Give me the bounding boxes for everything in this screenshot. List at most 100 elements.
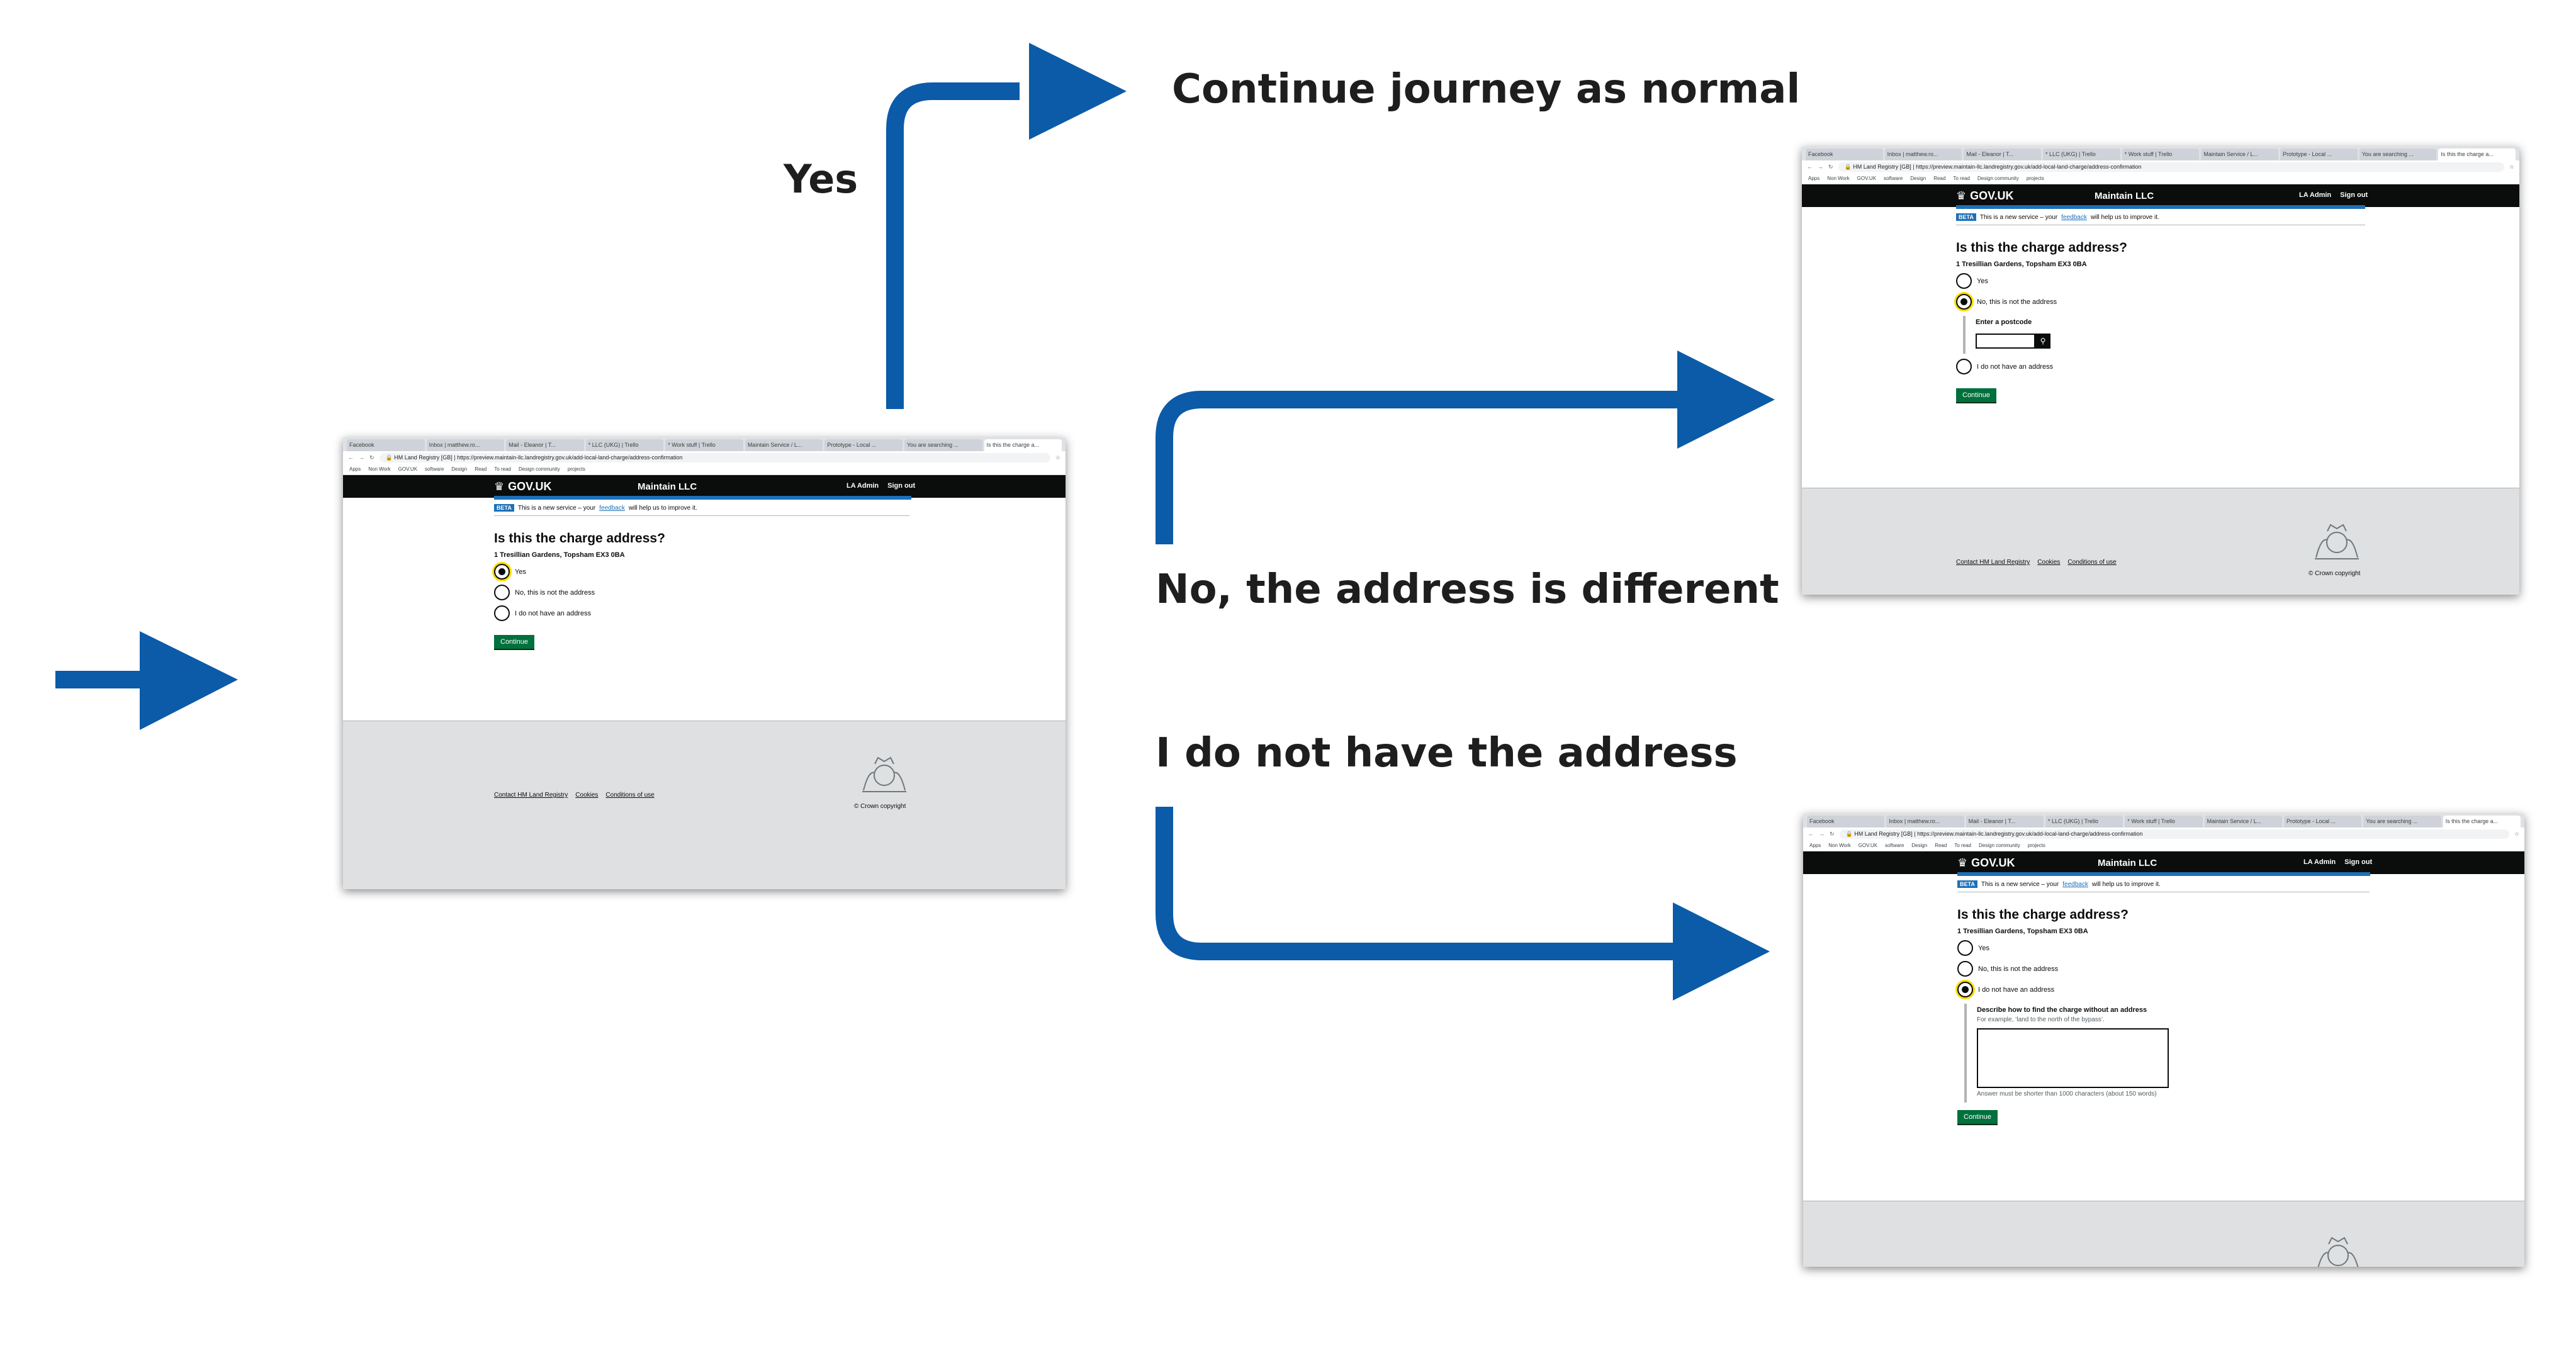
browser-tab[interactable]: You are searching ...: [2359, 149, 2437, 160]
sign-out-link[interactable]: Sign out: [2340, 191, 2368, 199]
radio-no-address[interactable]: I do not have an address: [1957, 982, 2370, 997]
radio-icon[interactable]: [494, 585, 510, 600]
govuk-logo[interactable]: ♛GOV.UK: [1956, 189, 2014, 203]
back-icon[interactable]: ←: [1808, 831, 1814, 837]
postcode-input[interactable]: [1976, 334, 2035, 349]
continue-button[interactable]: Continue: [494, 635, 535, 649]
radio-yes[interactable]: Yes: [1956, 273, 2365, 289]
bookmark[interactable]: Non Work: [368, 466, 391, 472]
search-button[interactable]: ⚲: [2035, 334, 2050, 349]
bookmark[interactable]: GOV.UK: [398, 466, 418, 472]
footer-link[interactable]: Conditions of use: [2067, 559, 2117, 566]
footer-link[interactable]: Contact HM Land Registry: [494, 792, 568, 799]
url-field[interactable]: 🔒 HM Land Registry [GB] | https://previe…: [1839, 829, 2509, 839]
bookmark[interactable]: software: [1885, 843, 1904, 848]
browser-tab[interactable]: Prototype - Local ...: [824, 439, 903, 451]
browser-tab[interactable]: * Work stuff | Trello: [2125, 816, 2203, 828]
radio-no-address[interactable]: I do not have an address: [1956, 359, 2365, 374]
bookmark[interactable]: Apps: [1808, 176, 1820, 181]
service-name[interactable]: Maintain LLC: [638, 481, 697, 492]
radio-checked-icon[interactable]: [1957, 982, 1973, 997]
service-name[interactable]: Maintain LLC: [2098, 858, 2157, 868]
forward-icon[interactable]: →: [1818, 164, 1823, 170]
footer-link[interactable]: Cookies: [575, 792, 599, 799]
bookmark[interactable]: projects: [2026, 176, 2044, 181]
url-field[interactable]: 🔒 HM Land Registry [GB] | https://previe…: [1838, 162, 2504, 172]
browser-tab[interactable]: * Work stuff | Trello: [2122, 149, 2200, 160]
radio-not-address[interactable]: No, this is not the address: [494, 585, 909, 600]
reload-icon[interactable]: ↻: [1830, 830, 1835, 837]
feedback-link[interactable]: feedback: [2061, 213, 2087, 221]
govuk-logo[interactable]: ♛GOV.UK: [1957, 856, 2015, 870]
bookmark[interactable]: software: [1884, 176, 1903, 181]
address-bar[interactable]: ← → ↻ 🔒 HM Land Registry [GB] | https://…: [1802, 160, 2519, 173]
bookmark[interactable]: To read: [1954, 843, 1971, 848]
forward-icon[interactable]: →: [359, 454, 364, 461]
star-icon[interactable]: ☆: [1055, 454, 1060, 461]
bookmark[interactable]: Design community: [519, 466, 560, 472]
browser-tab[interactable]: * LLC (UKG) | Trello: [2045, 816, 2123, 828]
address-bar[interactable]: ← → ↻ 🔒 HM Land Registry [GB] | https://…: [343, 451, 1066, 464]
bookmark[interactable]: GOV.UK: [1858, 843, 1878, 848]
bookmark[interactable]: To read: [1953, 176, 1970, 181]
feedback-link[interactable]: feedback: [2062, 880, 2088, 888]
bookmark[interactable]: Read: [1935, 843, 1947, 848]
radio-yes[interactable]: Yes: [494, 564, 909, 580]
browser-tab[interactable]: Maintain Service / L...: [745, 439, 823, 451]
bookmark[interactable]: To read: [494, 466, 511, 472]
sign-out-link[interactable]: Sign out: [2344, 858, 2373, 866]
footer-link[interactable]: Contact HM Land Registry: [1956, 559, 2030, 566]
bookmark[interactable]: Design: [1911, 843, 1928, 848]
continue-button[interactable]: Continue: [1956, 388, 1997, 402]
url-field[interactable]: 🔒 HM Land Registry [GB] | https://previe…: [379, 452, 1050, 463]
browser-tab-active[interactable]: Is this the charge a...: [2443, 816, 2521, 828]
footer-link[interactable]: Conditions of use: [605, 792, 655, 799]
footer-link[interactable]: Cookies: [2037, 559, 2061, 566]
bookmark[interactable]: projects: [2027, 843, 2045, 848]
bookmark[interactable]: Read: [475, 466, 487, 472]
back-icon[interactable]: ←: [348, 454, 354, 461]
back-icon[interactable]: ←: [1807, 164, 1813, 170]
sign-out-link[interactable]: Sign out: [887, 482, 916, 490]
browser-tab[interactable]: Mail - Eleanor | T...: [1964, 149, 2042, 160]
radio-icon[interactable]: [1957, 940, 1973, 956]
browser-tab[interactable]: * LLC (UKG) | Trello: [585, 439, 664, 451]
reload-icon[interactable]: ↻: [369, 454, 374, 461]
star-icon[interactable]: ☆: [2509, 163, 2514, 170]
service-name[interactable]: Maintain LLC: [2095, 191, 2154, 201]
browser-tab[interactable]: Facebook: [1806, 149, 1883, 160]
address-bar[interactable]: ← → ↻ 🔒 HM Land Registry [GB] | https://…: [1803, 828, 2524, 840]
bookmark[interactable]: Design community: [1977, 176, 2019, 181]
bookmark[interactable]: Design: [1910, 176, 1926, 181]
radio-checked-icon[interactable]: [494, 564, 510, 580]
la-admin-link[interactable]: LA Admin: [846, 482, 879, 490]
browser-tab[interactable]: Prototype - Local ...: [2280, 149, 2358, 160]
bookmark[interactable]: Non Work: [1827, 176, 1850, 181]
browser-tab[interactable]: Maintain Service / L...: [2201, 149, 2279, 160]
radio-yes[interactable]: Yes: [1957, 940, 2370, 956]
continue-button[interactable]: Continue: [1957, 1110, 1998, 1124]
radio-icon[interactable]: [1956, 273, 1972, 289]
browser-tab[interactable]: Maintain Service / L...: [2204, 816, 2282, 828]
browser-tab-active[interactable]: Is this the charge a...: [2438, 149, 2516, 160]
browser-tab[interactable]: Inbox | matthew.ro...: [426, 439, 505, 451]
la-admin-link[interactable]: LA Admin: [2299, 191, 2332, 199]
radio-icon[interactable]: [1956, 359, 1972, 374]
browser-tab[interactable]: You are searching ...: [2363, 816, 2441, 828]
forward-icon[interactable]: →: [1819, 831, 1825, 837]
radio-not-address[interactable]: No, this is not the address: [1957, 961, 2370, 977]
browser-tab[interactable]: Inbox | matthew.ro...: [1884, 149, 1962, 160]
la-admin-link[interactable]: LA Admin: [2303, 858, 2336, 866]
bookmark[interactable]: projects: [567, 466, 585, 472]
radio-not-address[interactable]: No, this is not the address: [1956, 294, 2365, 310]
browser-tab[interactable]: Mail - Eleanor | T...: [506, 439, 584, 451]
star-icon[interactable]: ☆: [2514, 830, 2519, 837]
radio-no-address[interactable]: I do not have an address: [494, 605, 909, 621]
feedback-link[interactable]: feedback: [599, 504, 625, 512]
bookmark[interactable]: Read: [1933, 176, 1946, 181]
bookmark[interactable]: Apps: [349, 466, 361, 472]
bookmark[interactable]: software: [425, 466, 444, 472]
browser-tab[interactable]: Facebook: [347, 439, 425, 451]
bookmark[interactable]: GOV.UK: [1857, 176, 1877, 181]
bookmark[interactable]: Non Work: [1828, 843, 1851, 848]
